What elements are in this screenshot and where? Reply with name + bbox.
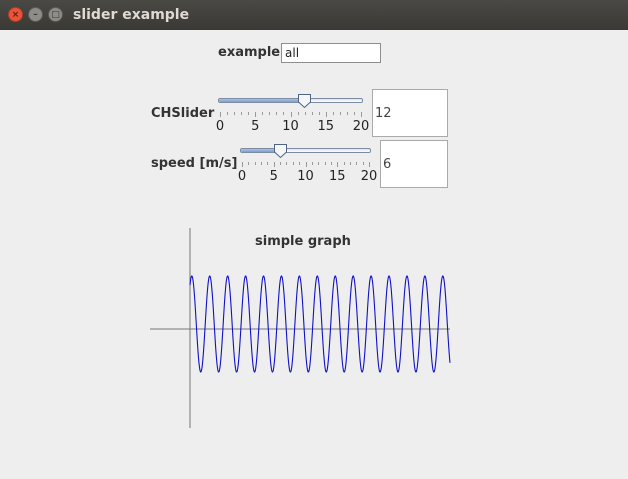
minimize-icon[interactable]: –	[28, 7, 43, 22]
slider-minor-tick	[353, 112, 355, 115]
slider-minor-tick	[311, 162, 313, 165]
slider-minor-tick	[311, 112, 313, 115]
slider-minor-tick	[267, 162, 269, 165]
chslider-value-box[interactable]: 12	[372, 89, 448, 137]
slider-minor-tick	[276, 112, 278, 115]
slider-tick-label: 20	[352, 119, 370, 134]
slider-major-tick	[242, 162, 243, 167]
graph-title: simple graph	[255, 234, 351, 249]
chslider-label: CHSlider	[151, 106, 215, 121]
slider-minor-tick	[346, 112, 348, 115]
example-input[interactable]	[281, 43, 381, 63]
speed-value-box[interactable]: 6	[380, 140, 448, 188]
close-icon[interactable]: ×	[8, 7, 23, 22]
slider-tick-label: 15	[317, 119, 335, 134]
slider-major-tick	[361, 112, 362, 117]
slider-tick-label: 20	[360, 169, 378, 184]
slider-major-tick	[255, 112, 257, 117]
maximize-icon[interactable]: □	[48, 7, 63, 22]
slider-minor-tick	[261, 162, 263, 165]
slider-minor-tick	[248, 162, 250, 165]
slider-minor-tick	[283, 112, 285, 115]
slider-minor-tick	[318, 112, 320, 115]
speed-value: 6	[383, 157, 392, 172]
slider-tick-label: 15	[328, 169, 346, 184]
slider-major-tick	[369, 162, 370, 167]
slider-track[interactable]	[240, 148, 371, 153]
window-title: slider example	[73, 7, 190, 23]
slider-minor-tick	[299, 162, 301, 165]
slider-thumb[interactable]	[273, 143, 288, 159]
slider-minor-tick	[227, 112, 229, 115]
slider-major-tick	[290, 112, 292, 117]
slider-minor-tick	[262, 112, 264, 115]
slider-minor-tick	[362, 162, 364, 165]
slider-track-fill	[241, 149, 280, 152]
slider-major-tick	[337, 162, 339, 167]
simple-graph	[150, 228, 451, 428]
speed-label: speed [m/s]	[151, 156, 238, 171]
slider-minor-tick	[339, 112, 341, 115]
chslider-value: 12	[375, 106, 392, 121]
slider-minor-tick	[280, 162, 282, 165]
slider-minor-tick	[234, 112, 236, 115]
slider-minor-tick	[269, 112, 271, 115]
slider-minor-tick	[241, 112, 243, 115]
slider-tick-label: 0	[237, 169, 247, 184]
slider-minor-tick	[356, 162, 358, 165]
slider-major-tick	[273, 162, 275, 167]
graph-sine-line	[189, 275, 451, 373]
slider-major-tick	[305, 162, 307, 167]
slider-track-fill	[219, 99, 305, 102]
slider-thumb[interactable]	[297, 93, 312, 109]
slider-major-tick	[325, 112, 327, 117]
slider-tick-label: 10	[297, 169, 314, 184]
slider-tick-label: 5	[269, 169, 278, 184]
slider-minor-tick	[332, 112, 334, 115]
slider-major-tick	[220, 112, 221, 117]
slider-minor-tick	[304, 112, 306, 115]
slider-minor-tick	[248, 112, 250, 115]
slider-minor-tick	[286, 162, 288, 165]
slider-track[interactable]	[218, 98, 363, 103]
title-bar: × – □ slider example	[0, 0, 628, 30]
slider-minor-tick	[343, 162, 345, 165]
slider-minor-tick	[292, 162, 294, 165]
example-label: example	[218, 45, 281, 60]
slider-minor-tick	[297, 112, 299, 115]
slider-tick-label: 0	[215, 119, 225, 134]
slider-minor-tick	[349, 162, 351, 165]
slider-minor-tick	[324, 162, 326, 165]
slider-minor-tick	[330, 162, 332, 165]
slider-tick-label: 5	[251, 119, 260, 134]
slider-minor-tick	[254, 162, 256, 165]
slider-minor-tick	[318, 162, 320, 165]
slider-tick-label: 10	[282, 119, 299, 134]
